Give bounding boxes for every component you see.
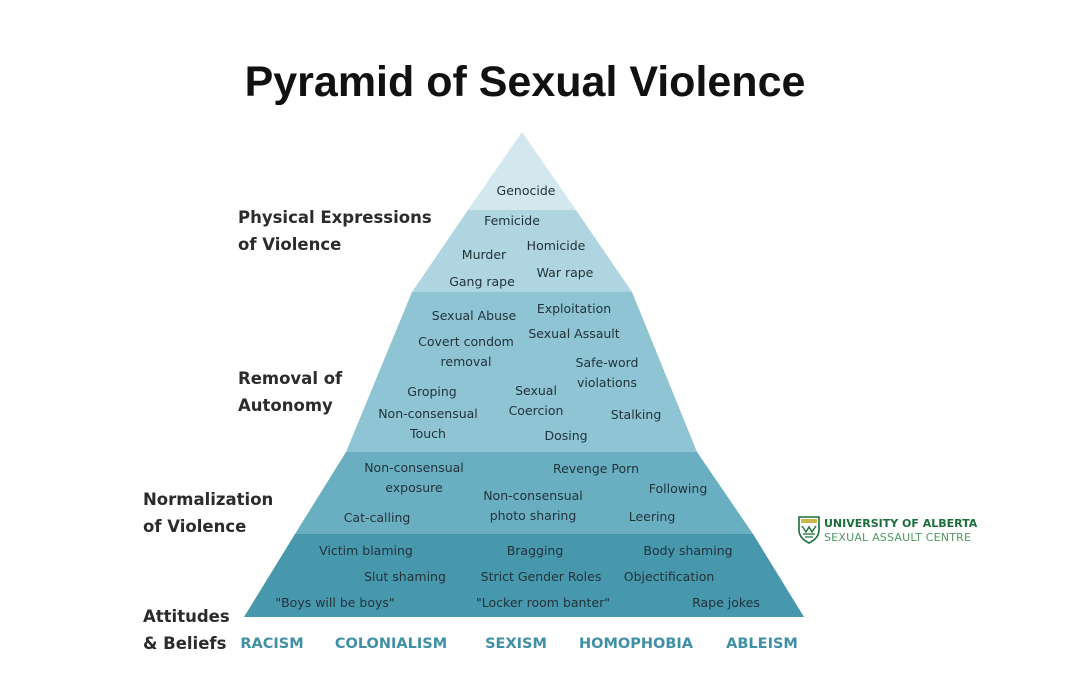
pyramid-item-groping: Groping: [407, 384, 457, 399]
pyramid-item-genocide: Genocide: [496, 183, 556, 198]
pyramid-tier-removal: [346, 292, 697, 452]
pyramid-item-homicide: Homicide: [526, 238, 586, 253]
logo-text-university: UNIVERSITY OF ALBERTA: [824, 517, 978, 530]
pyramid-item-objectification: Objectification: [623, 569, 715, 584]
pyramid-item-victim-blaming: Victim blaming: [319, 543, 413, 558]
pyramid-item-murder: Murder: [461, 247, 507, 262]
pyramid-item-strict-gender-roles: Strict Gender Roles: [480, 569, 602, 584]
pyramid-item-leering: Leering: [628, 509, 676, 524]
base-label-colonialism: COLONIALISM: [334, 636, 448, 652]
pyramid-item-revenge-porn: Revenge Porn: [552, 461, 640, 476]
pyramid-item-locker-room-banter: "Locker room banter": [476, 595, 610, 610]
pyramid-item-bragging: Bragging: [506, 543, 564, 558]
pyramid-tier-top: [468, 132, 576, 210]
pyramid-item-war-rape: War rape: [536, 265, 594, 280]
side-label-physical: Physical Expressions of Violence: [238, 208, 432, 254]
pyramid-tier-attitudes: [244, 534, 804, 617]
side-label-removal: Removal of Autonomy: [238, 369, 343, 415]
pyramid-item-boys-will-be-boys: "Boys will be boys": [275, 595, 395, 610]
side-label-attitudes: Attitudes & Beliefs: [143, 607, 230, 653]
base-label-ableism: ABLEISM: [726, 636, 798, 652]
base-label-homophobia: HOMOPHOBIA: [579, 636, 693, 652]
pyramid-item-slut-shaming: Slut shaming: [364, 569, 446, 584]
pyramid-item-sexual-assault: Sexual Assault: [528, 326, 620, 341]
pyramid-item-safe-word-violations: Safe-word violations: [575, 355, 639, 390]
pyramid-item-non-consensual-touch: Non-consensual Touch: [378, 406, 478, 441]
pyramid-item-body-shaming: Body shaming: [643, 543, 733, 558]
base-label-sexism: SEXISM: [485, 636, 547, 652]
base-label-racism: RACISM: [240, 636, 304, 652]
page-title: Pyramid of Sexual Violence: [244, 58, 806, 106]
pyramid-item-non-consensual-photo-sharing: Non-consensual photo sharing: [483, 488, 583, 523]
pyramid-item-sexual-coercion: Sexual Coercion: [508, 383, 564, 418]
pyramid-item-following: Following: [648, 481, 708, 496]
pyramid-item-cat-calling: Cat-calling: [343, 510, 411, 525]
pyramid-item-gang-rape: Gang rape: [449, 274, 515, 289]
pyramid-item-dosing: Dosing: [544, 428, 588, 443]
side-label-normalization: Normalization of Violence: [143, 490, 274, 536]
pyramid-item-stalking: Stalking: [610, 407, 662, 422]
pyramid-item-sexual-abuse: Sexual Abuse: [431, 308, 517, 323]
pyramid-item-rape-jokes: Rape jokes: [692, 595, 760, 610]
pyramid-item-exploitation: Exploitation: [536, 301, 612, 316]
logo-text-centre: SEXUAL ASSAULT CENTRE: [824, 531, 972, 544]
pyramid-item-non-consensual-exposure: Non-consensual exposure: [364, 460, 464, 495]
pyramid-item-femicide: Femicide: [484, 213, 540, 228]
pyramid-item-covert-condom-removal: Covert condom removal: [418, 334, 514, 369]
shield-crest-icon: [798, 516, 820, 544]
pyramid-tier-normalization: [295, 452, 753, 534]
pyramid-tier-physical: [412, 210, 632, 292]
